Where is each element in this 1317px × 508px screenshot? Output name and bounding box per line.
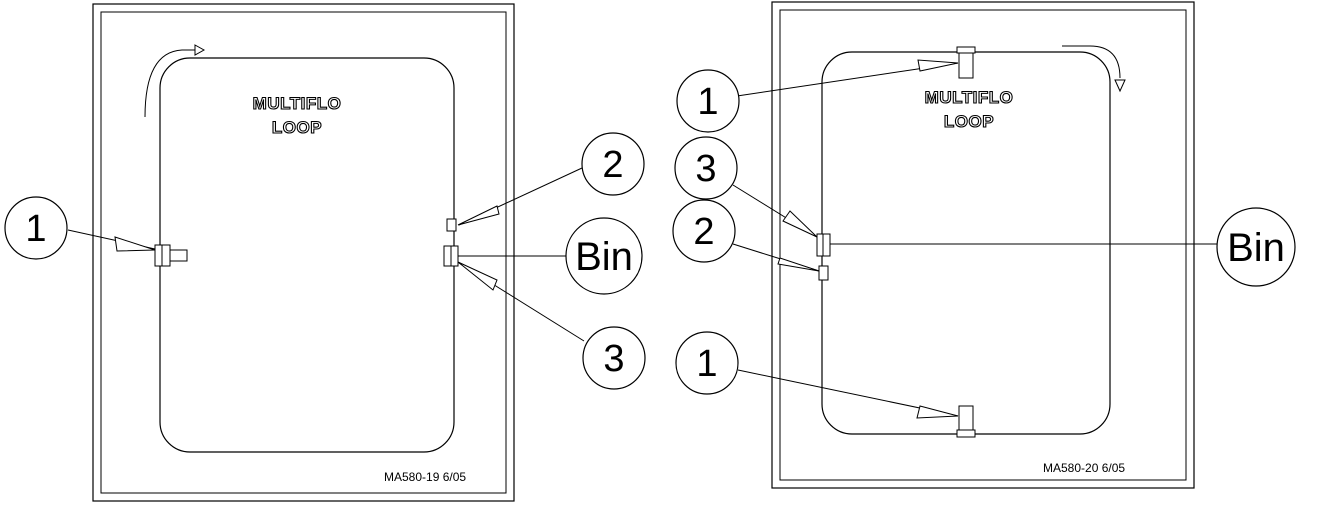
right-title-line1: MULTIFLO	[925, 88, 1014, 107]
right-frame-inner	[779, 9, 1187, 481]
left-callout-2: 2	[581, 132, 645, 196]
right-leader-bottom-1-arrow	[916, 405, 959, 419]
right-top-injector-flange	[956, 46, 976, 54]
right-callout-top-1-circle	[676, 69, 740, 133]
left-drawing-code: MA580-19 6/05	[384, 470, 466, 484]
right-callout-bin-circle	[1216, 207, 1296, 287]
right-bottom-injector-body	[958, 405, 974, 431]
left-callout-2-label: 2	[602, 144, 623, 186]
right-frame-outer	[771, 1, 1195, 489]
left-callout-3-circle	[582, 326, 646, 390]
right-callout-bottom-1: 1	[675, 331, 739, 395]
right-port-bin-a	[816, 233, 824, 257]
left-callout-bin: Bin	[565, 217, 643, 295]
left-callout-3: 3	[582, 326, 646, 390]
left-title-line2: LOOP	[272, 118, 322, 137]
right-port-2	[818, 265, 829, 281]
left-callout-1-circle	[4, 196, 68, 260]
right-callout-bottom-1-label: 1	[696, 343, 717, 385]
left-callout-bin-label: Bin	[575, 235, 633, 279]
right-callout-top-1: 1	[676, 69, 740, 133]
right-loop	[821, 51, 1111, 435]
right-title-line2: LOOP	[944, 112, 994, 131]
right-callout-3-circle	[674, 136, 738, 200]
left-flow-arrowhead	[194, 44, 206, 56]
left-frame-outer	[92, 3, 515, 502]
left-callout-2-circle	[581, 132, 645, 196]
left-callout-1: 1	[4, 196, 68, 260]
left-leader-3-arrow	[457, 261, 498, 291]
right-callout-bin: Bin	[1216, 207, 1296, 287]
right-bottom-injector-flange	[956, 429, 976, 438]
left-callout-1-label: 1	[25, 208, 46, 250]
left-frame-inner	[100, 11, 507, 494]
left-callout-3-label: 3	[603, 338, 624, 380]
left-port-2	[446, 218, 457, 232]
right-callout-2-label: 2	[693, 211, 714, 253]
right-callout-2: 2	[672, 199, 736, 263]
left-port-bin-b	[450, 245, 459, 267]
right-leader-top-1-arrow	[917, 59, 959, 72]
left-flow-arrow	[144, 49, 195, 118]
left-leader-2-arrow	[457, 205, 500, 226]
left-injector-body	[169, 249, 188, 262]
right-callout-2-circle	[672, 199, 736, 263]
right-diagram: MULTIFLO LOOP 1 3	[672, 1, 1296, 489]
right-leader-2-arrow	[777, 257, 820, 272]
right-callout-3: 3	[674, 136, 738, 200]
right-flow-arrowhead	[1114, 79, 1126, 93]
right-leader-3-arrow	[782, 210, 818, 238]
left-diagram: MULTIFLO LOOP 1 2 Bin	[4, 3, 646, 502]
right-callout-bottom-1-circle	[675, 331, 739, 395]
left-callout-bin-circle	[565, 217, 643, 295]
right-drawing-code: MA580-20 6/05	[1043, 461, 1125, 475]
right-callout-top-1-label: 1	[697, 81, 718, 123]
right-callout-bin-label: Bin	[1227, 226, 1285, 270]
right-port-bin-b	[822, 233, 831, 257]
left-injector-flange-b	[161, 244, 171, 267]
right-callout-3-label: 3	[695, 148, 716, 190]
left-title-line1: MULTIFLO	[253, 94, 342, 113]
right-top-injector-body	[958, 52, 974, 79]
left-leader-1-arrow	[114, 236, 156, 252]
right-flow-arrow	[1062, 45, 1121, 79]
